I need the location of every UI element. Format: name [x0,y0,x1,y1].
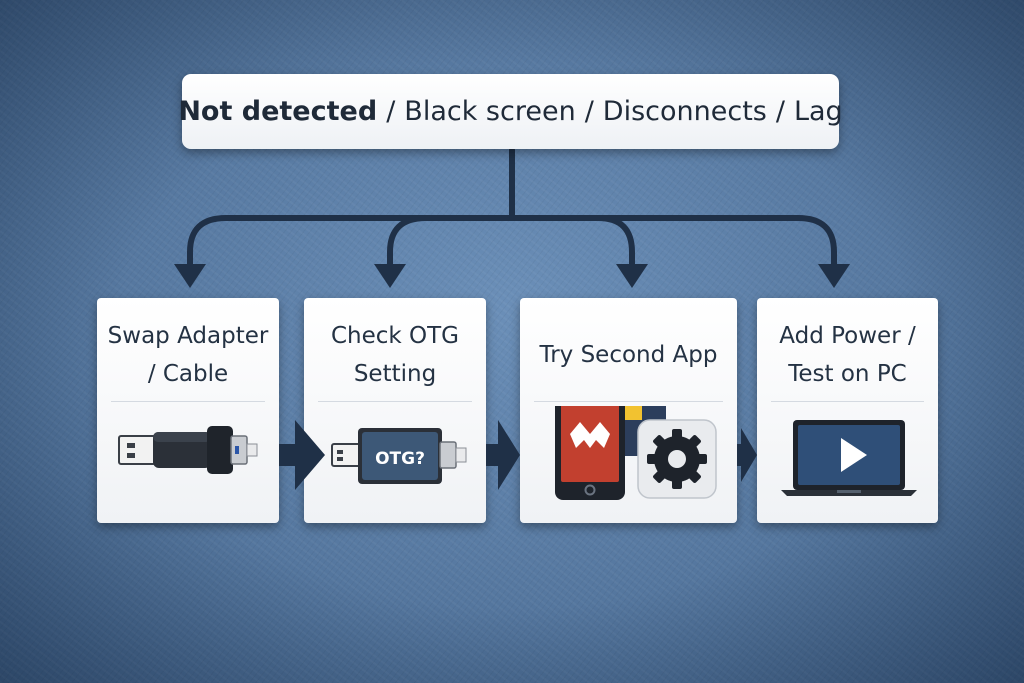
issue-disconnects: Disconnects [602,96,767,127]
step-label-line: / Cable [147,361,229,387]
arrowhead-app [616,264,648,288]
issue-separator: / [775,96,785,127]
step-label-line: Try Second App [539,342,718,368]
usb-adapter-icon [118,426,258,474]
flow-arrow-3 [737,428,757,482]
play-icon [841,438,867,472]
step-card-swap-adapter: Swap Adapter / Cable [97,298,279,523]
issue-lag: Lag [793,96,843,127]
step-label-line: Setting [353,361,437,387]
otg-usb-icon: OTG? [331,428,467,484]
step-label: Add Power / Test on PC [757,312,938,398]
step-label-line: Check OTG [330,323,460,349]
step-card-add-power: Add Power / Test on PC [757,298,938,523]
card-divider [318,401,472,402]
step-label: Swap Adapter / Cable [97,312,279,398]
branch-line-swap [187,215,515,269]
issue-header: Not detected / Black screen / Disconnect… [178,74,843,149]
app-logo-icon [570,422,610,448]
step-label-line: Test on PC [788,361,907,387]
step-label-line: Swap Adapter [107,323,269,349]
card-divider [534,401,723,402]
issue-separator: / [584,96,594,127]
issue-black-screen: Black screen [404,96,576,127]
otg-badge-text: OTG? [375,449,425,469]
laptop-play-icon [781,420,917,496]
branch-line-otg [387,215,515,269]
branch-line-power [509,215,837,269]
step-label-line: Add Power / [779,323,916,349]
arrowhead-otg [374,264,406,288]
step-card-check-otg: Check OTG Setting OTG? [304,298,486,523]
card-divider [771,401,924,402]
phone-app-gear-icon [555,406,717,500]
flow-arrow-2 [486,420,520,490]
branch-line-app [509,215,635,269]
issue-not-detected: Not detected [178,96,378,127]
issue-separator: / [386,96,396,127]
step-label: Check OTG Setting [304,312,486,398]
step-label: Try Second App [520,312,737,398]
step-card-second-app: Try Second App [520,298,737,523]
arrowhead-swap [174,264,206,288]
card-divider [111,401,265,402]
flow-arrow-1 [279,420,325,490]
gear-icon [647,429,707,489]
arrowhead-power [818,264,850,288]
